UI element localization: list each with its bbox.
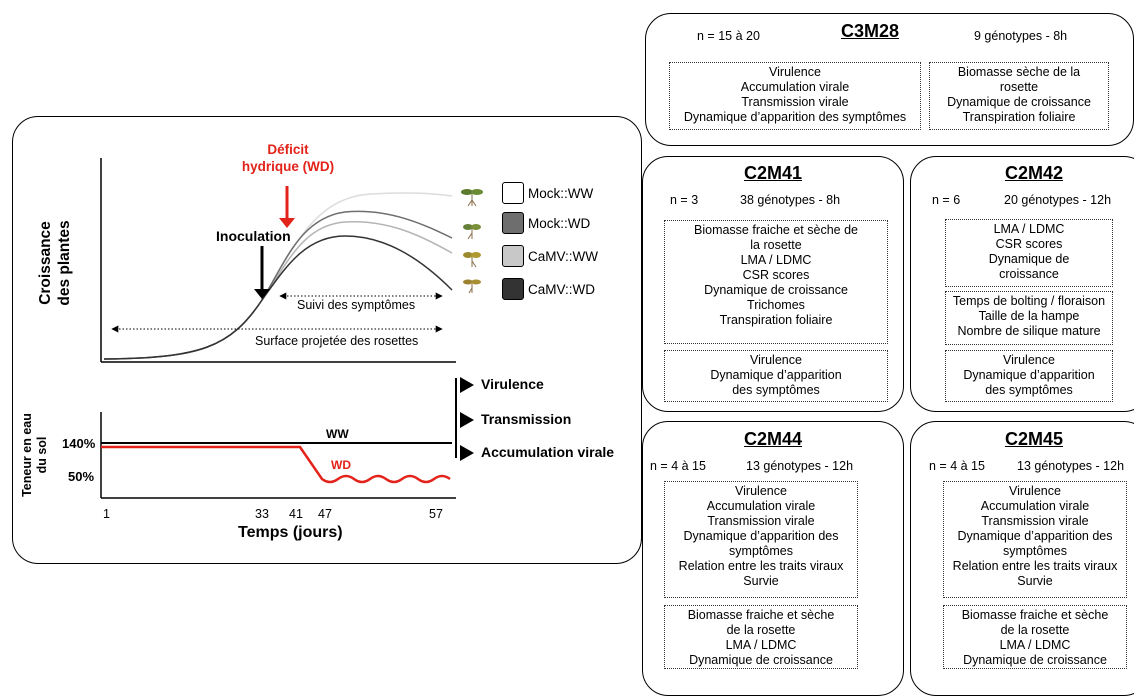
c3m28-n: n = 15 à 20	[697, 29, 760, 43]
c2m45-box1: Virulence Accumulation virale Transmissi…	[943, 481, 1127, 598]
c2m44-box2: Biomasse fraiche et sèche de la rosette …	[664, 605, 858, 669]
inoculation-label: Inoculation	[216, 228, 291, 244]
c2m42-box3: Virulence Dynamique d’apparition des sym…	[945, 350, 1113, 402]
wd-line	[101, 445, 451, 484]
experiment-diagram: Déficit hydrique (WD) Inoculation Croiss…	[12, 13, 1134, 696]
tick-50: 50%	[68, 469, 95, 484]
deficit-label: Déficit hydrique (WD)	[241, 142, 335, 174]
triangle-virulence	[460, 377, 474, 393]
c2m44-title: C2M44	[743, 429, 803, 449]
suivi-label: Suivi des symptômes	[297, 298, 416, 312]
c2m42-title: C2M42	[1004, 163, 1064, 183]
legend-swatch	[502, 278, 524, 300]
c3m28-box2: Biomasse sèche de la rosette Dynamique d…	[929, 62, 1109, 130]
triangle-transmission	[460, 412, 474, 428]
experiment-c2m45	[910, 421, 1134, 696]
measure-accumulation: Accumulation virale	[481, 444, 615, 460]
protocol-panel	[12, 116, 642, 564]
surface-label: Surface projetée des rosettes	[255, 334, 419, 348]
c2m45-box2: Biomasse fraiche et sèche de la rosette …	[943, 605, 1127, 669]
c2m44-n: n = 4 à 15	[650, 459, 706, 473]
experiment-c2m41	[642, 156, 904, 412]
x-tick: 1	[103, 507, 110, 521]
x-tick: 47	[318, 507, 332, 521]
c2m41-title: C2M41	[743, 163, 803, 183]
legend-swatch	[502, 245, 524, 267]
legend-swatch	[502, 182, 524, 204]
c2m42-box1: LMA / LDMC CSR scores Dynamique de crois…	[945, 219, 1113, 287]
legend-item-mock-ww: Mock::WW	[502, 182, 593, 204]
legend-swatch	[502, 212, 524, 234]
experiment-c3m28	[645, 13, 1134, 146]
c2m45-info: 13 génotypes - 12h	[1017, 459, 1125, 473]
x-tick: 41	[289, 507, 303, 521]
x-axis-label: Temps (jours)	[238, 524, 343, 541]
experiment-c2m44	[642, 421, 904, 696]
growth-y-label: Croissance des plantes	[37, 220, 73, 306]
c2m41-n: n = 3	[670, 193, 699, 207]
c2m42-box2: Temps de bolting / floraison Taille de l…	[945, 291, 1113, 345]
plant-icons	[461, 189, 483, 294]
legend-item-camv-wd: CaMV::WD	[502, 278, 595, 300]
water-y-label: Teneur en eau du sol	[20, 413, 49, 497]
tick-140: 140%	[62, 436, 96, 451]
wd-label: WD	[331, 458, 351, 472]
c2m41-box2: Virulence Dynamique d’apparition des sym…	[664, 350, 888, 402]
c2m45-title: C2M45	[1004, 429, 1064, 449]
protocol-graphics	[100, 158, 483, 499]
x-tick: 57	[429, 507, 443, 521]
c2m41-info: 38 génotypes - 8h	[740, 193, 841, 207]
c2m44-box1: Virulence Accumulation virale Transmissi…	[664, 481, 858, 598]
triangle-accumulation	[460, 445, 474, 461]
c2m42-n: n = 6	[932, 193, 961, 207]
c3m28-box1: Virulence Accumulation virale Transmissi…	[669, 62, 921, 130]
c3m28-title: C3M28	[840, 21, 900, 41]
c2m45-n: n = 4 à 15	[929, 459, 985, 473]
c2m44-info: 13 génotypes - 12h	[746, 459, 854, 473]
experiment-c2m42	[910, 156, 1134, 412]
measure-transmission: Transmission	[481, 411, 572, 427]
x-tick: 33	[255, 507, 269, 521]
c3m28-info: 9 génotypes - 8h	[974, 29, 1068, 43]
legend-item-camv-ww: CaMV::WW	[502, 245, 598, 267]
ww-label: WW	[326, 427, 349, 441]
c2m42-info: 20 génotypes - 12h	[1004, 193, 1112, 207]
c2m41-box1: Biomasse fraiche et sèche de la rosette …	[664, 220, 888, 344]
curve-camv-wd	[103, 235, 453, 360]
measure-virulence: Virulence	[481, 376, 544, 392]
legend-item-mock-wd: Mock::WD	[502, 212, 590, 234]
